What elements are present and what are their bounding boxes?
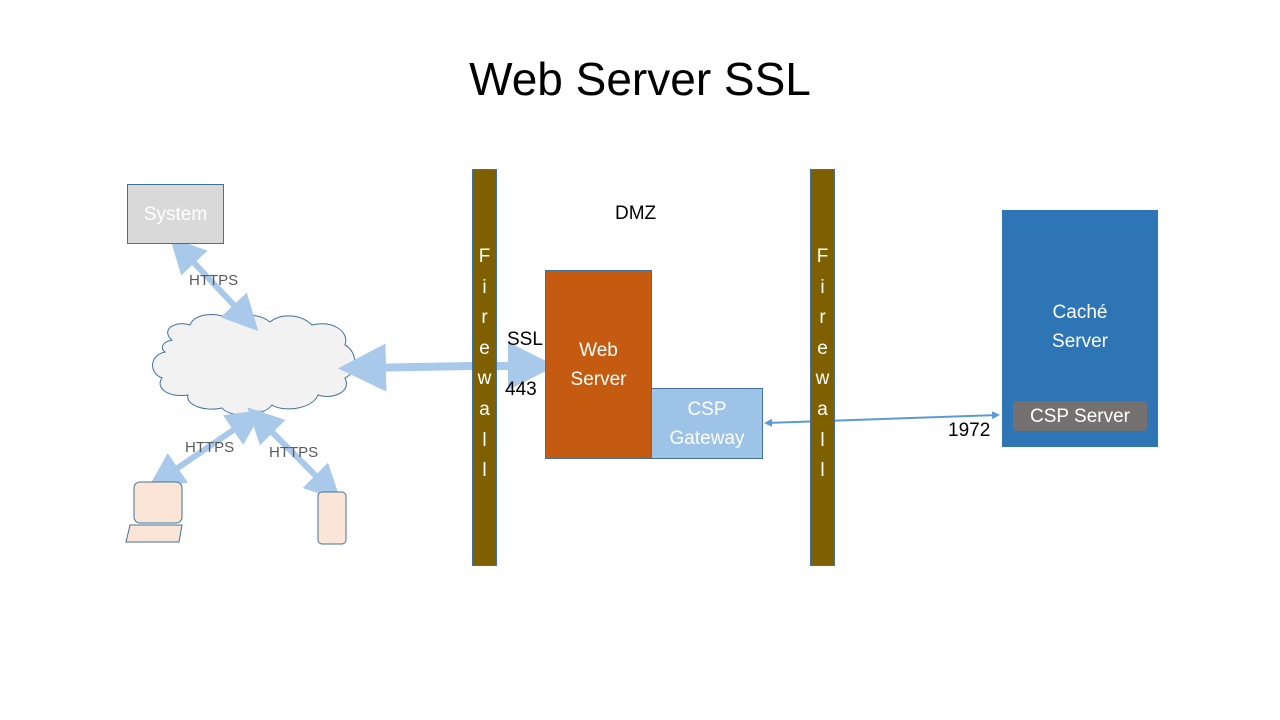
firewall-inner: F i r e w a l l: [810, 169, 835, 566]
web-server-label-line2: Server: [570, 368, 627, 390]
firewall-letter: e: [479, 337, 490, 359]
firewall-letter: r: [819, 307, 826, 329]
csp-server-node: CSP Server: [1013, 401, 1147, 431]
web-server-label-line1: Web: [579, 339, 618, 361]
csp-gateway-label-line2: Gateway: [669, 427, 745, 449]
arrow-cloud-firewall: [338, 343, 473, 392]
slide-title: Web Server SSL: [469, 53, 811, 105]
https-label-system: HTTPS: [189, 272, 239, 289]
firewall-letter: e: [817, 337, 828, 359]
firewall-letter: F: [478, 246, 491, 267]
firewall-letter: a: [817, 398, 828, 420]
firewall-letter: l: [820, 460, 825, 482]
csp-gateway-label-line1: CSP: [687, 398, 727, 420]
web-server-node: Web Server: [545, 270, 652, 459]
internet-cloud-icon: [152, 314, 356, 416]
https-label-laptop: HTTPS: [185, 439, 235, 456]
ssl-port-label: 443: [505, 379, 537, 400]
https-label-mobile: HTTPS: [269, 444, 319, 461]
mobile-device-icon: [317, 491, 347, 545]
firewall-letter: i: [820, 276, 825, 298]
firewall-letter: r: [481, 307, 488, 329]
system-label: System: [143, 203, 208, 225]
system-node: System: [127, 184, 224, 244]
firewall-letter: w: [815, 368, 830, 390]
firewall-letter: l: [820, 429, 825, 451]
ssl-label: SSL: [507, 329, 543, 350]
firewall-letter: a: [479, 398, 490, 420]
firewall-letter: w: [477, 368, 492, 390]
cache-server-label-line2: Server: [1052, 331, 1108, 352]
firewall-letter: F: [816, 246, 829, 267]
csp-server-label: CSP Server: [1030, 405, 1130, 427]
cache-server-label-line1: Caché: [1052, 302, 1108, 323]
csp-port-label: 1972: [948, 420, 991, 441]
firewall-letter: i: [482, 276, 487, 298]
dmz-label: DMZ: [615, 203, 657, 224]
csp-gateway-node: CSP Gateway: [651, 388, 763, 459]
laptop-icon: [125, 481, 183, 543]
firewall-letter: l: [482, 429, 487, 451]
firewall-outer: F i r e w a l l: [472, 169, 497, 566]
firewall-letter: l: [482, 460, 487, 482]
